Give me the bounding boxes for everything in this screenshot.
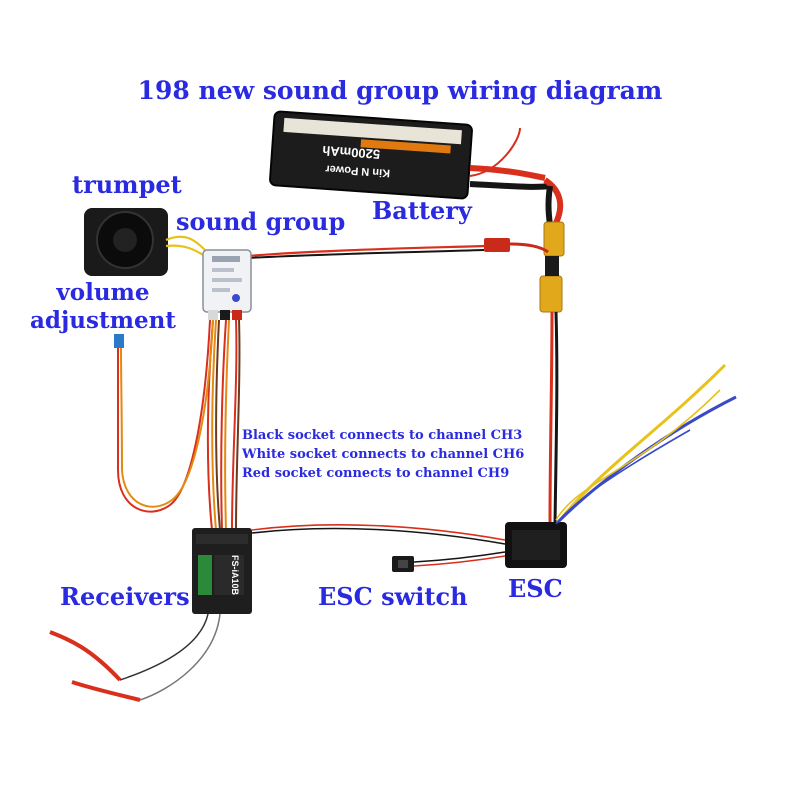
jst-connector xyxy=(484,238,510,252)
note-ch9: Red socket connects to channel CH9 xyxy=(242,466,510,481)
note-ch6: White socket connects to channel CH6 xyxy=(242,447,525,462)
volume-label-line2: adjustment xyxy=(30,307,176,334)
esc-unit xyxy=(505,522,567,568)
battery: 5200mAh Kin N Power xyxy=(269,110,473,200)
receiver-unit: FS-iA10B xyxy=(192,528,252,614)
esc-switch-label: ESC switch xyxy=(318,582,468,611)
battery-label: Battery xyxy=(372,196,472,225)
xt60-connector xyxy=(539,221,565,313)
motor-wire-yellow xyxy=(558,363,727,521)
battery-capacity-print: 5200mAh xyxy=(322,143,381,162)
receivers-label: Receivers xyxy=(60,582,190,611)
receiver-model-print: FS-iA10B xyxy=(230,555,240,596)
diagram-title: 198 new sound group wiring diagram xyxy=(137,76,663,105)
volume-adjustment-label: volume adjustment xyxy=(30,279,176,335)
motor-wire-blue xyxy=(556,395,737,524)
esc-label: ESC xyxy=(508,574,563,603)
volume-knob xyxy=(114,334,124,348)
sound-group-label: sound group xyxy=(176,207,346,236)
note-ch3: Black socket connects to channel CH3 xyxy=(242,428,523,443)
antenna-tip xyxy=(71,680,141,702)
battery-brand-print: Kin N Power xyxy=(324,162,390,179)
antenna-tip xyxy=(49,630,122,682)
volume-label-line1: volume xyxy=(56,279,150,306)
esc-switch xyxy=(392,556,414,572)
trumpet-label: trumpet xyxy=(72,170,182,199)
trumpet-speaker xyxy=(84,208,168,276)
sound-group-module xyxy=(202,249,252,313)
